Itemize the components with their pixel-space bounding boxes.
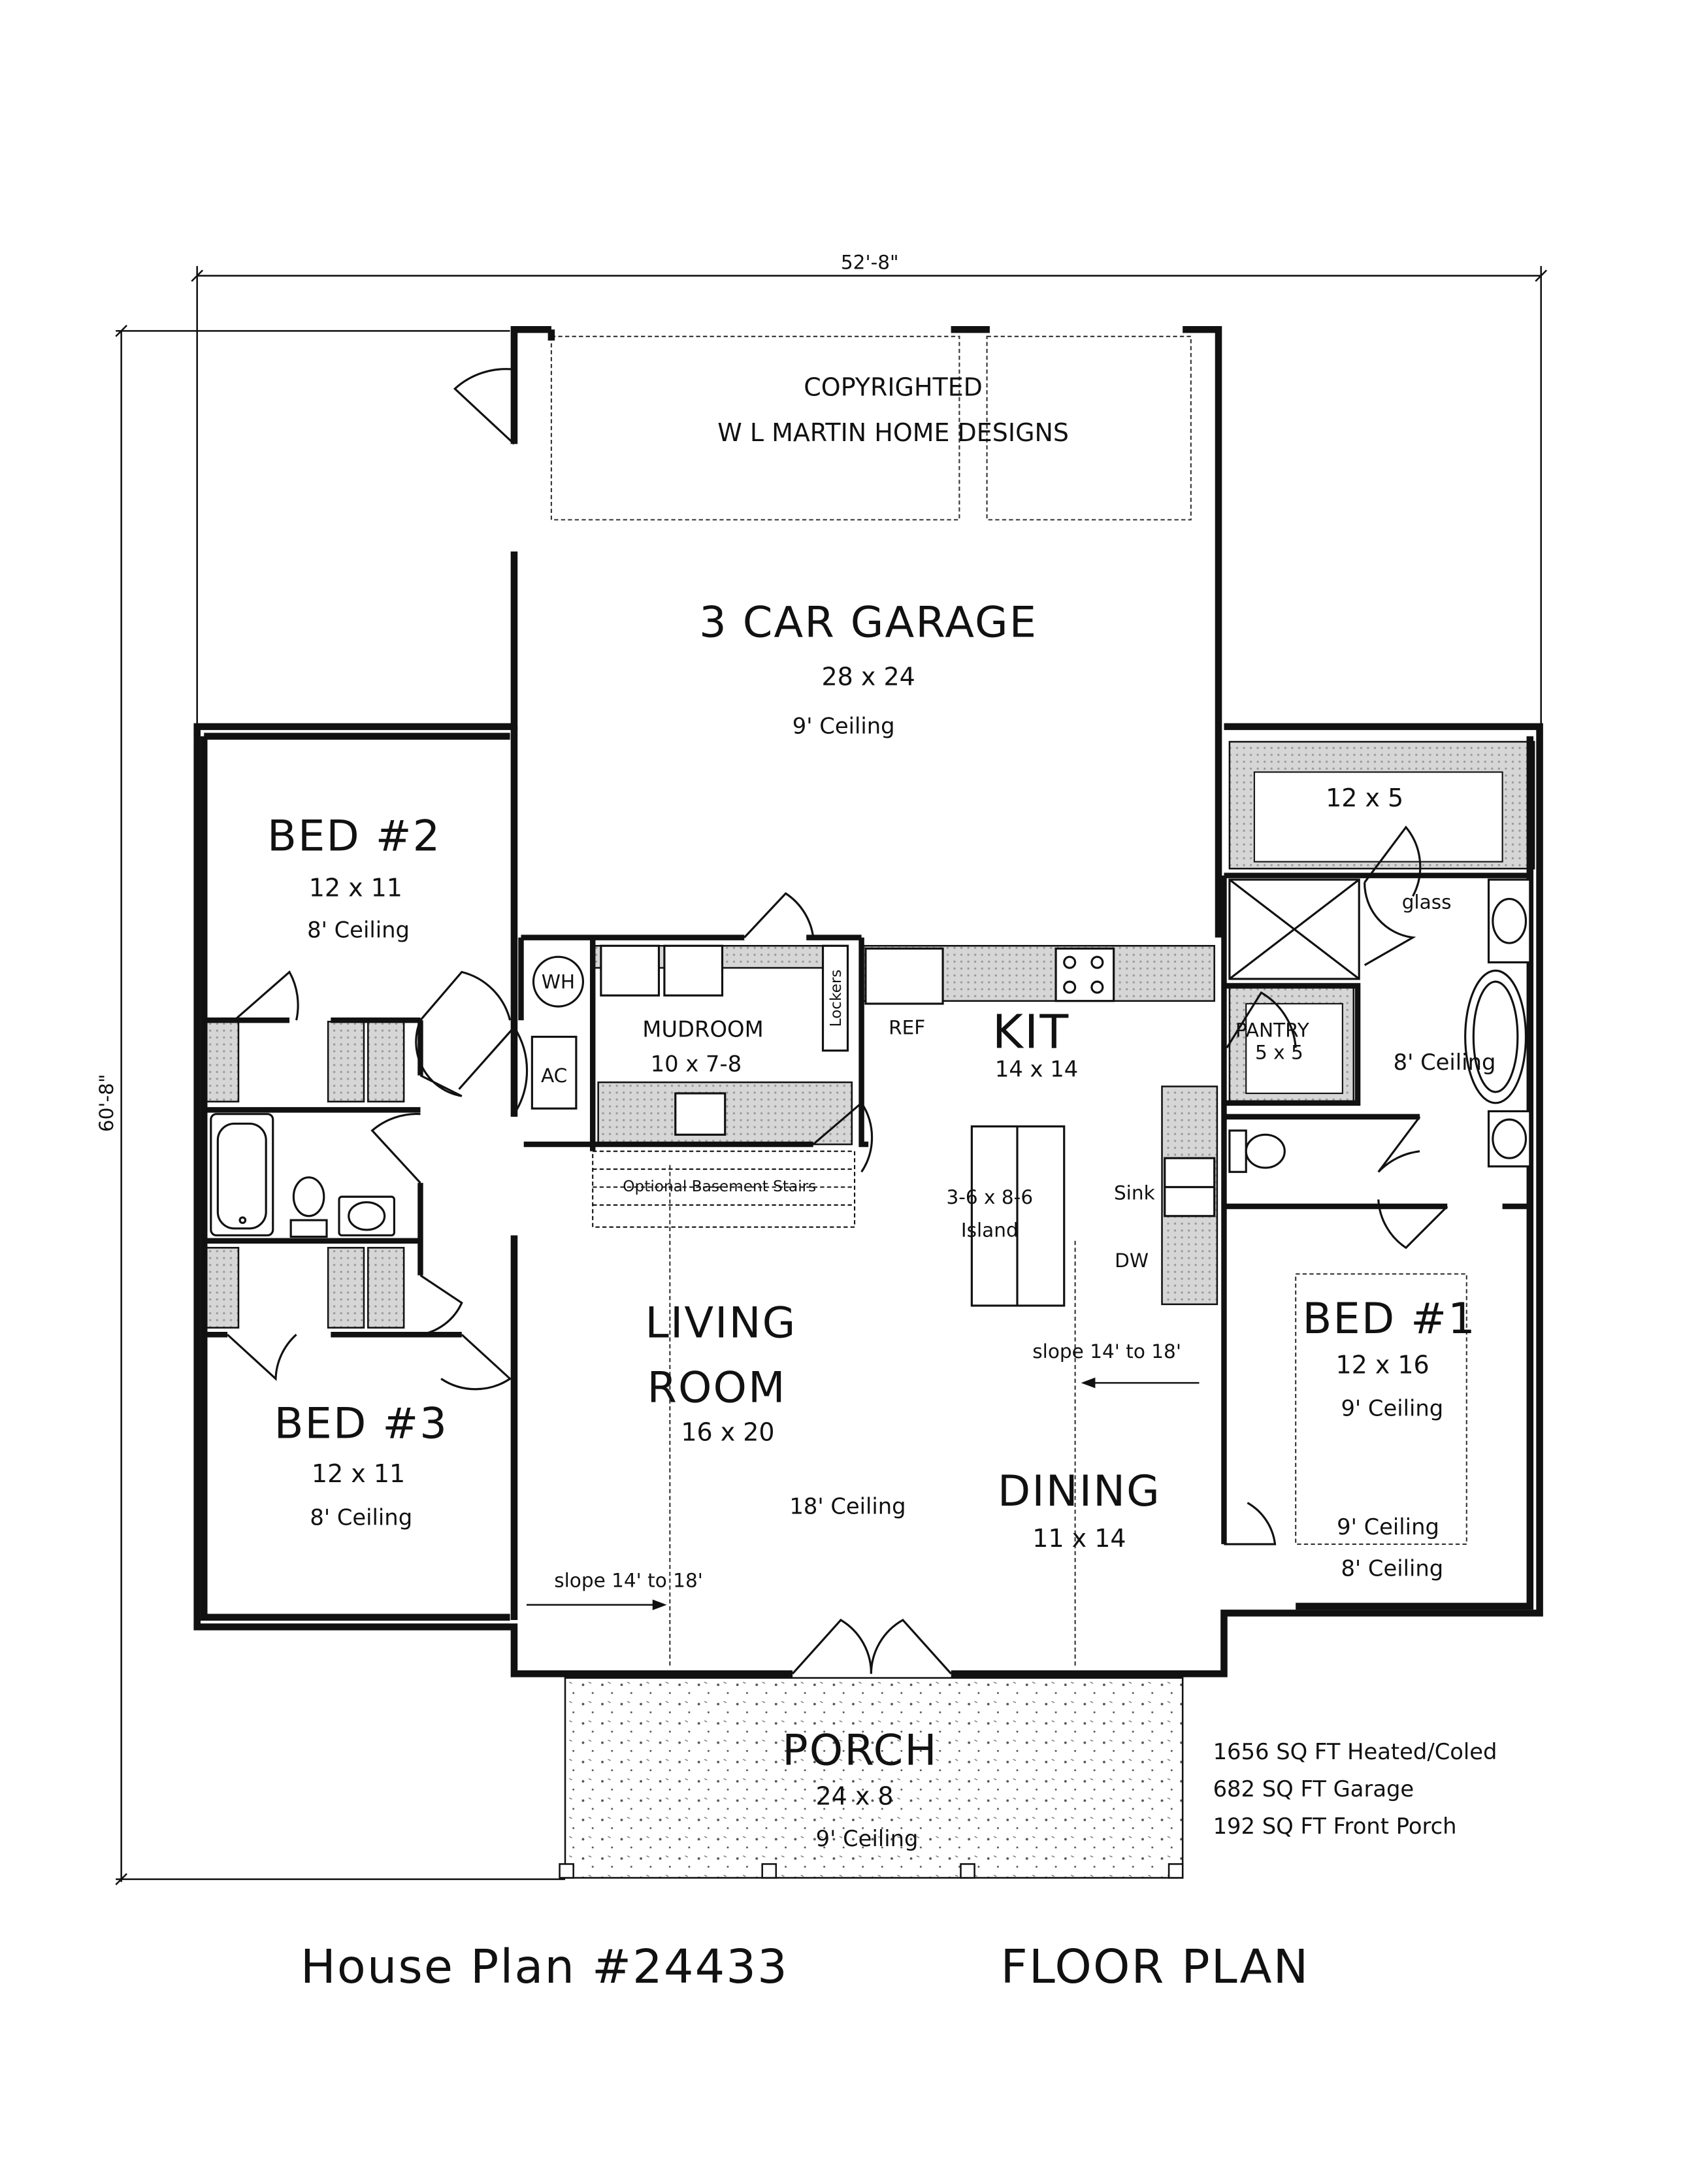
area-heated: 1656 SQ FT Heated/Coled [1213, 1739, 1497, 1764]
dining-name: DINING [998, 1466, 1161, 1516]
bed2-size: 12 x 11 [309, 873, 402, 902]
glass-label: glass [1402, 891, 1452, 913]
bed3-size: 12 x 11 [312, 1459, 405, 1488]
kitchen-name: KIT [992, 1004, 1070, 1059]
area-garage: 682 SQ FT Garage [1213, 1776, 1414, 1802]
lockers-label: Lockers [827, 969, 845, 1027]
garage-ceiling: 9' Ceiling [792, 713, 895, 738]
bed3-ceiling: 8' Ceiling [310, 1504, 412, 1530]
porch-ceiling: 9' Ceiling [816, 1826, 919, 1851]
dw-label: DW [1115, 1249, 1149, 1272]
bed1-size: 12 x 16 [1335, 1350, 1429, 1379]
porch-posts [559, 1863, 1184, 1879]
bed1-ceiling-top: 9' Ceiling [1341, 1396, 1443, 1421]
wh-label: WH [542, 971, 575, 993]
living-name-2: ROOM [647, 1363, 786, 1413]
interior-walls [204, 872, 1530, 1544]
ac-label: AC [541, 1065, 567, 1087]
closet-size: 12 x 5 [1326, 784, 1403, 812]
kitchen-island [970, 1125, 1066, 1307]
copyright-line-2: W L MARTIN HOME DESIGNS [717, 418, 1069, 447]
living-name-1: LIVING [645, 1298, 796, 1348]
slope-living-label: slope 14' to 18' [554, 1569, 703, 1591]
plan-type: FLOOR PLAN [1001, 1939, 1310, 1994]
bath-ceiling: 8' Ceiling [1394, 1050, 1496, 1075]
slope-arrows [526, 1377, 1200, 1610]
kitchen-size: 14 x 14 [995, 1057, 1078, 1082]
porch-name: PORCH [782, 1725, 938, 1775]
width-dimension: 52'-8" [841, 251, 899, 273]
ceiling-lines [669, 1165, 1467, 1668]
bed1-name: BED #1 [1302, 1294, 1476, 1344]
slope-kitchen-label: slope 14' to 18' [1032, 1340, 1181, 1363]
mudroom-name: MUDROOM [642, 1017, 764, 1042]
pantry-size: 5 x 5 [1255, 1041, 1303, 1063]
bed3-name: BED #3 [274, 1398, 448, 1448]
sink-label: Sink [1114, 1182, 1155, 1204]
porch-size: 24 x 8 [815, 1782, 893, 1811]
bed1-ceiling-tray: 9' Ceiling [1337, 1514, 1439, 1540]
fixtures [210, 878, 1531, 1238]
living-ceiling: 18' Ceiling [789, 1494, 906, 1519]
area-porch: 192 SQ FT Front Porch [1213, 1813, 1457, 1839]
depth-dimension: 60'-8" [95, 1074, 118, 1132]
bed2-ceiling: 8' Ceiling [307, 918, 410, 943]
optional-stairs [592, 1150, 856, 1228]
pantry-name: PANTRY [1235, 1019, 1310, 1042]
mudroom-size: 10 x 7-8 [651, 1051, 742, 1076]
bed1-ceiling-bottom: 8' Ceiling [1341, 1555, 1443, 1581]
garage-name: 3 CAR GARAGE [699, 598, 1038, 648]
living-size: 16 x 20 [681, 1418, 774, 1447]
stairs-label: Optional Basement Stairs [623, 1178, 816, 1195]
ref-label: REF [889, 1016, 925, 1038]
bed2-name: BED #2 [267, 812, 441, 861]
garage-size: 28 x 24 [822, 663, 915, 691]
dimension-lines [115, 266, 1548, 1885]
island-label: Island [961, 1219, 1019, 1241]
area-summary: 1656 SQ FT Heated/Coled 682 SQ FT Garage… [1213, 1739, 1497, 1839]
dining-size: 11 x 14 [1032, 1524, 1126, 1553]
door-swings [227, 368, 1448, 1675]
copyright-line-1: COPYRIGHTED [804, 372, 983, 401]
plan-number: House Plan #24433 [301, 1939, 789, 1994]
island-size: 3-6 x 8-6 [946, 1186, 1033, 1208]
porch-slab [564, 1677, 1184, 1879]
